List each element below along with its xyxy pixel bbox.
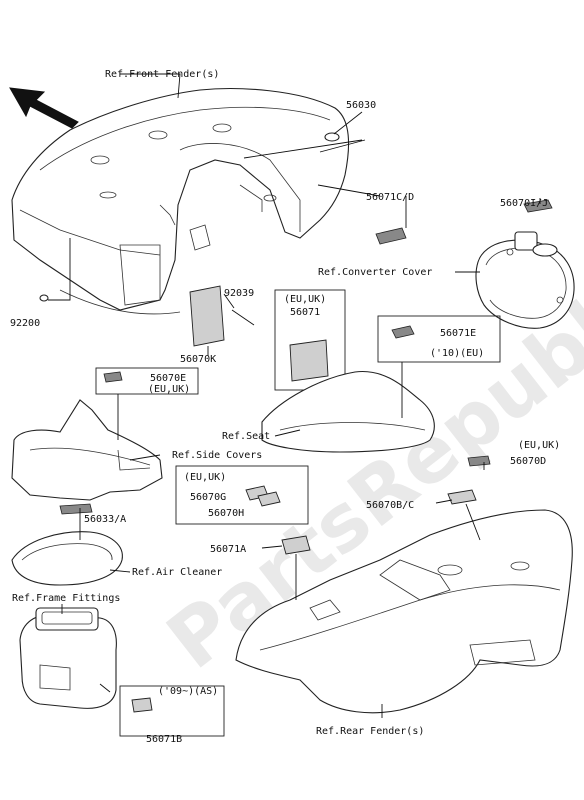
label-56070h: 56070H [208, 508, 244, 519]
label-56070ij: 56070I/J [500, 198, 548, 209]
label-56071b: 56071B [146, 734, 182, 745]
label-56071e: 56071E [440, 328, 476, 339]
label-56030: 56030 [346, 100, 376, 111]
label-ref-seat: Ref.Seat [222, 431, 270, 442]
label-ref-rear-fender: Ref.Rear Fender(s) [316, 726, 424, 737]
bolt-92039 [231, 309, 255, 326]
decal-56070k [189, 285, 225, 347]
label-ref-frame-fittings: Ref.Frame Fittings [12, 593, 120, 604]
decal-56070d [467, 455, 491, 467]
label-92200: 92200 [10, 318, 40, 329]
label-56070bc: 56070B/C [366, 500, 414, 511]
decal-56033a [59, 503, 93, 515]
side-covers-part [11, 399, 163, 501]
label-56070g: 56070G [190, 492, 226, 503]
decal-56070e [103, 371, 123, 383]
decal-56071cd [375, 227, 407, 245]
label-eu-uk-56070e: (EU,UK) [148, 384, 190, 395]
label-ref-side-covers: Ref.Side Covers [172, 450, 262, 461]
box-56071b [119, 685, 225, 737]
label-eu-uk-56071: (EU,UK) [284, 294, 326, 305]
seat-part [261, 370, 435, 453]
label-eu-uk-56070d: (EU,UK) [518, 440, 560, 451]
box-56070gh [175, 465, 309, 525]
label-10-eu: ('10)(EU) [430, 348, 484, 359]
decal-56071e [391, 325, 415, 339]
label-56070k: 56070K [180, 354, 216, 365]
label-56071: 56071 [290, 307, 320, 318]
front-direction-arrow-icon [9, 87, 79, 129]
front-fender-part [11, 88, 350, 315]
label-eu-uk-56070gh: (EU,UK) [184, 472, 226, 483]
air-cleaner-part [11, 531, 123, 586]
label-56071a: 56071A [210, 544, 246, 555]
part-56030-washer [324, 132, 340, 142]
label-92039: 92039 [224, 288, 254, 299]
frame-fittings-part [19, 607, 117, 709]
label-56070e: 56070E [150, 373, 186, 384]
label-ref-air-cleaner: Ref.Air Cleaner [132, 567, 222, 578]
decal-56071a [281, 535, 311, 555]
box-56070e [95, 367, 199, 395]
label-ref-converter-cover: Ref.Converter Cover [318, 267, 432, 278]
label-56071cd: 56071C/D [366, 192, 414, 203]
label-ref-front-fender: Ref.Front Fender(s) [105, 69, 219, 80]
decal-56071 [289, 339, 329, 382]
decal-56071b [131, 697, 153, 713]
rear-fender-part [235, 509, 573, 714]
label-56033a: 56033/A [84, 514, 126, 525]
box-56071e [377, 315, 501, 363]
leader-lines [48, 73, 541, 718]
label-09-as: ('09~)(AS) [158, 686, 218, 697]
rivet-92200 [39, 294, 49, 302]
decal-56070h [257, 491, 281, 507]
label-56070d: 56070D [510, 456, 546, 467]
converter-cover-part [475, 231, 575, 329]
